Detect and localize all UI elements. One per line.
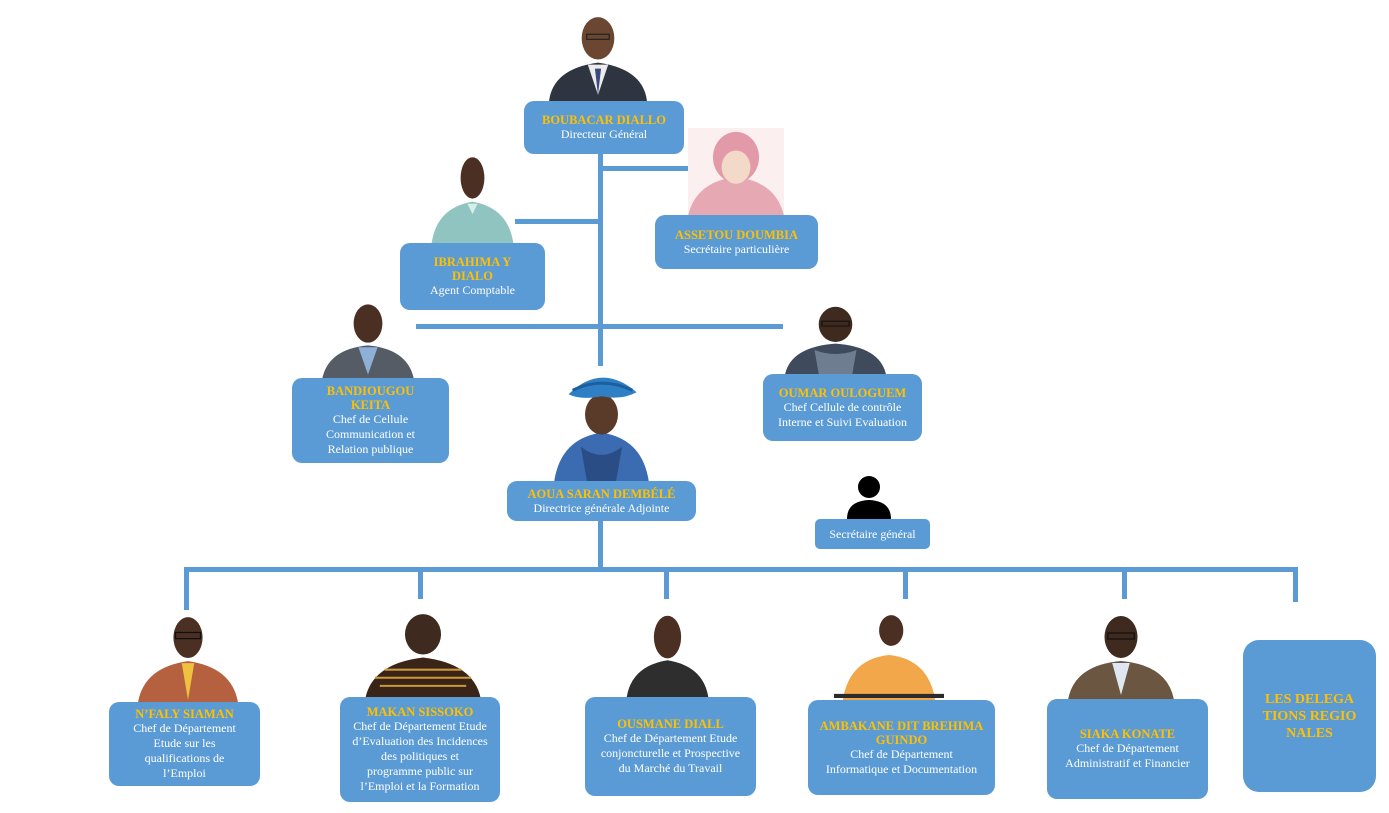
card-secretaire-general: Secrétaire général [815, 519, 930, 549]
photo-internal-control [783, 302, 888, 374]
person-name: N’FALY SIAMAN [135, 707, 234, 721]
photo-communication [320, 298, 416, 380]
person-name: MAKAN SISSOKO [366, 705, 474, 719]
photo-dept5 [1066, 609, 1176, 699]
connector-secretary [598, 166, 688, 171]
connector-drop-3 [664, 567, 669, 599]
photo-dept3 [625, 610, 710, 697]
photo-dg [547, 10, 649, 101]
card-chef-cellule-communication: BANDIOUGOU KEITA Chef de Cellule Communi… [292, 378, 449, 463]
connector-trunk-bottom [598, 520, 603, 570]
connector-drop-4 [903, 567, 908, 599]
person-name: OUSMANE DIALL [617, 717, 724, 731]
person-role: Chef de Département Administratif et Fin… [1065, 741, 1190, 770]
photo-secretary [688, 128, 784, 216]
person-name: BANDIOUGOU KEITA [326, 384, 415, 412]
card-dept-informatique: AMBAKANE DIT BREHIMA GUINDO Chef de Dépa… [808, 700, 995, 795]
person-name: BOUBACAR DIALLO [542, 113, 666, 127]
connector-accountant [513, 219, 603, 224]
person-name: OUMAR OULOGUEM [778, 385, 907, 400]
person-role: Chef de Département Informatique et Docu… [825, 746, 978, 776]
connector-departments [184, 567, 1298, 572]
regional-title: LES DELEGATIONS REGIONALES [1262, 691, 1357, 741]
photo-dept2 [363, 607, 483, 698]
card-chef-cellule-controle: OUMAR OULOGUEM Chef Cellule de contrôle … [763, 374, 922, 441]
connector-drop-5 [1122, 567, 1127, 599]
card-delegations-regionales: LES DELEGATIONS REGIONALES [1243, 640, 1376, 792]
connector-cells [393, 324, 807, 329]
person-name: AOUA SARAN DEMBÉLÉ [527, 486, 676, 501]
person-role: Chef de Département Etude d’Evaluation d… [352, 719, 488, 793]
card-secretaire-particuliere: ASSETOU DOUMBIA Secrétaire particulière [655, 215, 818, 269]
photo-dept1 [136, 610, 240, 702]
card-dept-qualifications: N’FALY SIAMAN Chef de Département Etude … [109, 702, 260, 786]
card-directrice-adjointe: AOUA SARAN DEMBÉLÉ Directrice générale A… [507, 481, 696, 521]
photo-dept4 [834, 608, 944, 700]
card-directeur-general: BOUBACAR DIALLO Directeur Général [524, 101, 684, 154]
person-role: Secrétaire général [829, 526, 916, 541]
person-role: Chef Cellule de contrôle Interne et Suiv… [778, 399, 907, 429]
person-name: ASSETOU DOUMBIA [674, 227, 799, 242]
card-dept-administratif: SIAKA KONATE Chef de Département Adminis… [1047, 699, 1208, 799]
person-name: SIAKA KONATE [1079, 727, 1176, 741]
photo-accountant [430, 150, 515, 243]
person-name: AMBAKANE DIT BREHIMA GUINDO [819, 718, 984, 747]
connector-trunk-top [598, 150, 603, 382]
person-role: Agent Comptable [430, 283, 515, 297]
person-role: Directeur Général [560, 127, 648, 141]
connector-drop-1 [184, 567, 189, 612]
person-name: IBRAHIMA Y DIALO [433, 255, 512, 283]
person-role: Chef de Département Etude sur les qualif… [133, 721, 236, 780]
person-role: Chef de Cellule Communication et Relatio… [326, 412, 415, 456]
person-role: Secrétaire particulière [683, 241, 790, 256]
person-role: Chef de Département Etude conjoncturelle… [600, 731, 741, 775]
person-silhouette-icon [844, 474, 894, 519]
connector-drop-6 [1293, 567, 1298, 602]
photo-deputy [550, 366, 653, 482]
card-dept-evaluation: MAKAN SISSOKO Chef de Département Etude … [340, 697, 500, 802]
connector-drop-2 [418, 567, 423, 599]
card-agent-comptable: IBRAHIMA Y DIALO Agent Comptable [400, 243, 545, 310]
person-role: Directrice générale Adjointe [533, 500, 670, 515]
card-dept-conjoncturelle: OUSMANE DIALL Chef de Département Etude … [585, 697, 756, 796]
